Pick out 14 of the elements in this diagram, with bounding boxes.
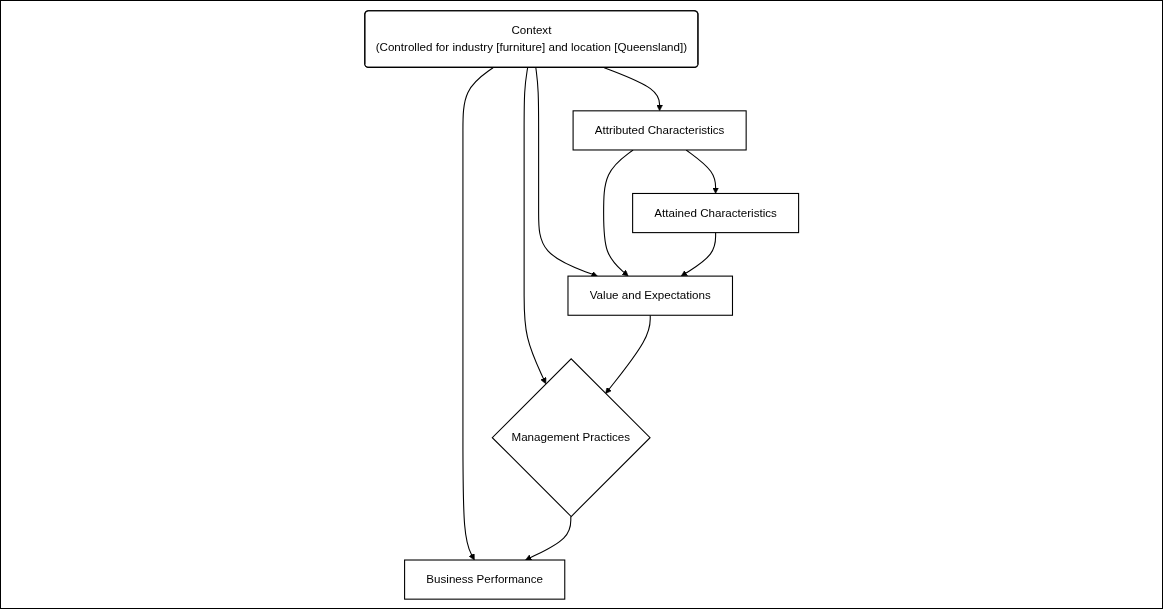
arrow bbox=[603, 66, 663, 111]
arrow bbox=[525, 515, 572, 560]
arrow bbox=[680, 231, 716, 276]
arrow bbox=[535, 66, 598, 277]
node-diamond: Management Practices bbox=[491, 357, 651, 517]
arrow bbox=[602, 148, 634, 276]
arrow bbox=[605, 314, 651, 394]
node-box: Attributed Characteristics bbox=[572, 109, 747, 151]
node-box: Value and Expectations bbox=[567, 275, 733, 316]
arrow bbox=[462, 66, 494, 560]
node-box: Attained Characteristics bbox=[631, 192, 799, 233]
node-box: Business Performance bbox=[403, 559, 566, 600]
arrow bbox=[685, 148, 719, 194]
arrow bbox=[523, 66, 547, 384]
